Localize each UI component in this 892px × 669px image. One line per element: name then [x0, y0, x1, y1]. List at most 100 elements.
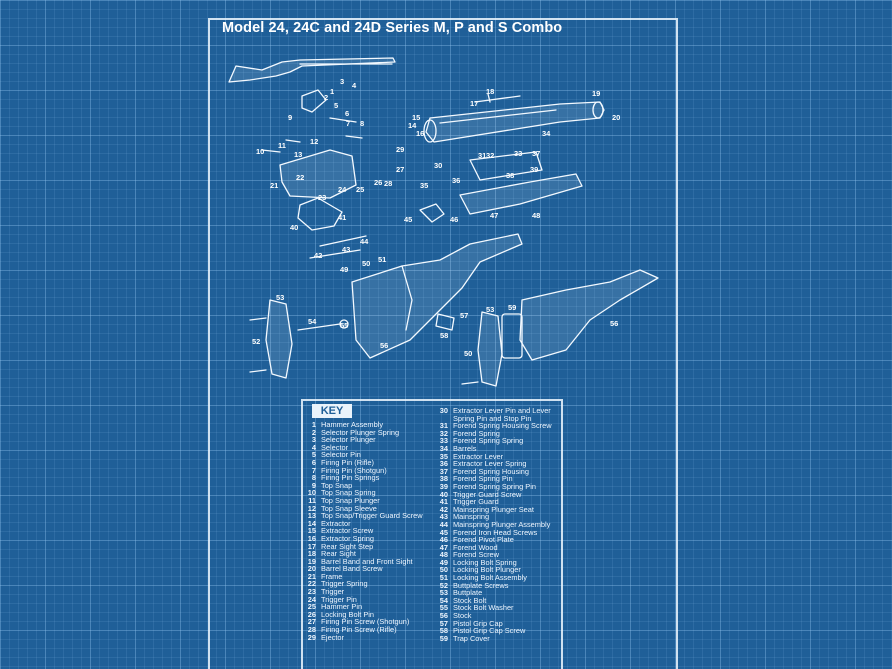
key-item-number: 4: [311, 442, 316, 452]
part-callout-29: 29: [396, 145, 404, 154]
key-item-number: 20: [307, 564, 316, 574]
key-item-number: 50: [439, 565, 448, 575]
key-item-label: Firing Pin (Shotgun): [321, 465, 387, 475]
schematic-frame: [208, 18, 678, 669]
part-callout-20: 20: [612, 113, 620, 122]
part-callout-34: 34: [542, 129, 551, 138]
key-item-label: Pistol Grip Cap Screw: [453, 626, 526, 636]
key-item-label: Stock Bolt: [453, 595, 487, 605]
key-item-number: 43: [439, 512, 448, 522]
key-item-number: 29: [307, 632, 316, 642]
key-item-label: Firing Pin Screw (Rifle): [321, 625, 397, 635]
key-item-number: 57: [439, 618, 448, 628]
page-title: Model 24, 24C and 24D Series M, P and S …: [222, 20, 563, 36]
part-callout-40: 40: [290, 223, 298, 232]
key-item-number: 34: [439, 443, 448, 453]
part-callout-8: 8: [360, 119, 364, 128]
key-item-label: Forend Iron Head Screws: [453, 527, 538, 537]
key-item-number: 6: [311, 457, 316, 467]
key-item-label: Forend Spring Pin: [453, 474, 513, 484]
key-item-number: 49: [439, 557, 448, 567]
key-item-number: 10: [307, 488, 316, 498]
key-item-number: 47: [439, 542, 448, 552]
key-item-label: Buttplate Screws: [453, 580, 509, 590]
part-callout-24: 24: [338, 185, 347, 194]
key-item-number: 45: [439, 527, 448, 537]
key-item-number: 36: [439, 459, 448, 469]
part-callout-6: 6: [345, 109, 349, 118]
part-callout-43: 43: [342, 245, 350, 254]
key-item-label: Forend Spring: [453, 428, 500, 438]
part-callout-21: 21: [270, 181, 278, 190]
rifle-thumbnail: [228, 57, 396, 83]
part-callout-36: 36: [452, 176, 460, 185]
key-item-label: Trigger: [321, 587, 345, 597]
key-item-number: 13: [307, 511, 316, 521]
key-legend-box: [301, 399, 563, 669]
key-item-number: 3: [311, 435, 316, 445]
part-callout-16: 16: [416, 129, 424, 138]
key-item-label: Selector Plunger Spring: [321, 427, 400, 437]
part-callout-17: 17: [470, 99, 478, 108]
key-item: 29 Ejector: [305, 634, 433, 642]
key-item-label: Hammer Assembly: [321, 420, 384, 429]
part-callout-38: 38: [506, 171, 514, 180]
barrels-drawing: [423, 93, 605, 143]
part-callout-55: 55: [340, 321, 348, 330]
key-item-label: Trigger Guard Screw: [453, 489, 522, 499]
key-item-label: Extractor Lever: [453, 451, 504, 461]
part-callout-14: 14: [408, 121, 417, 130]
part-callout-19: 19: [592, 89, 600, 98]
key-item-number: 7: [311, 465, 316, 475]
part-callout-22: 22: [296, 173, 304, 182]
key-item-label: Extractor: [321, 518, 351, 528]
part-callout-7: 7: [346, 119, 350, 128]
key-item-number: 11: [308, 495, 316, 505]
key-item-number: 56: [439, 611, 448, 621]
key-item-number: 17: [307, 541, 316, 551]
key-item-number: 21: [307, 571, 316, 581]
part-callout-49: 49: [340, 265, 348, 274]
key-item-label: Barrel Band Screw: [321, 564, 383, 574]
key-item-number: 38: [439, 474, 448, 484]
part-callout-42: 42: [314, 251, 322, 260]
part-callout-44: 44: [360, 237, 369, 246]
key-item: 38 Forend Spring Pin: [437, 475, 565, 483]
part-callout-37: 37: [532, 149, 540, 158]
key-item-label: Ejector: [321, 632, 345, 642]
key-item-number: 30: [439, 406, 448, 415]
key-item-number: 9: [311, 480, 316, 490]
key-item: 2 Selector Plunger Spring: [305, 427, 433, 437]
key-item-label: Stock Bolt Washer: [453, 603, 514, 613]
key-item-number: 48: [439, 550, 448, 560]
key-item-label: Mainspring Plunger Assembly: [453, 519, 551, 529]
part-callout-56: 56: [380, 341, 388, 350]
part-callout-53: 53: [276, 293, 284, 302]
key-item-number: 2: [311, 427, 316, 437]
key-item-number: 27: [307, 617, 316, 627]
part-callout-35: 35: [420, 181, 428, 190]
key-item-label: Firing Pin Screw (Shotgun): [321, 617, 410, 627]
key-item-label: Extractor Screw: [321, 526, 374, 536]
